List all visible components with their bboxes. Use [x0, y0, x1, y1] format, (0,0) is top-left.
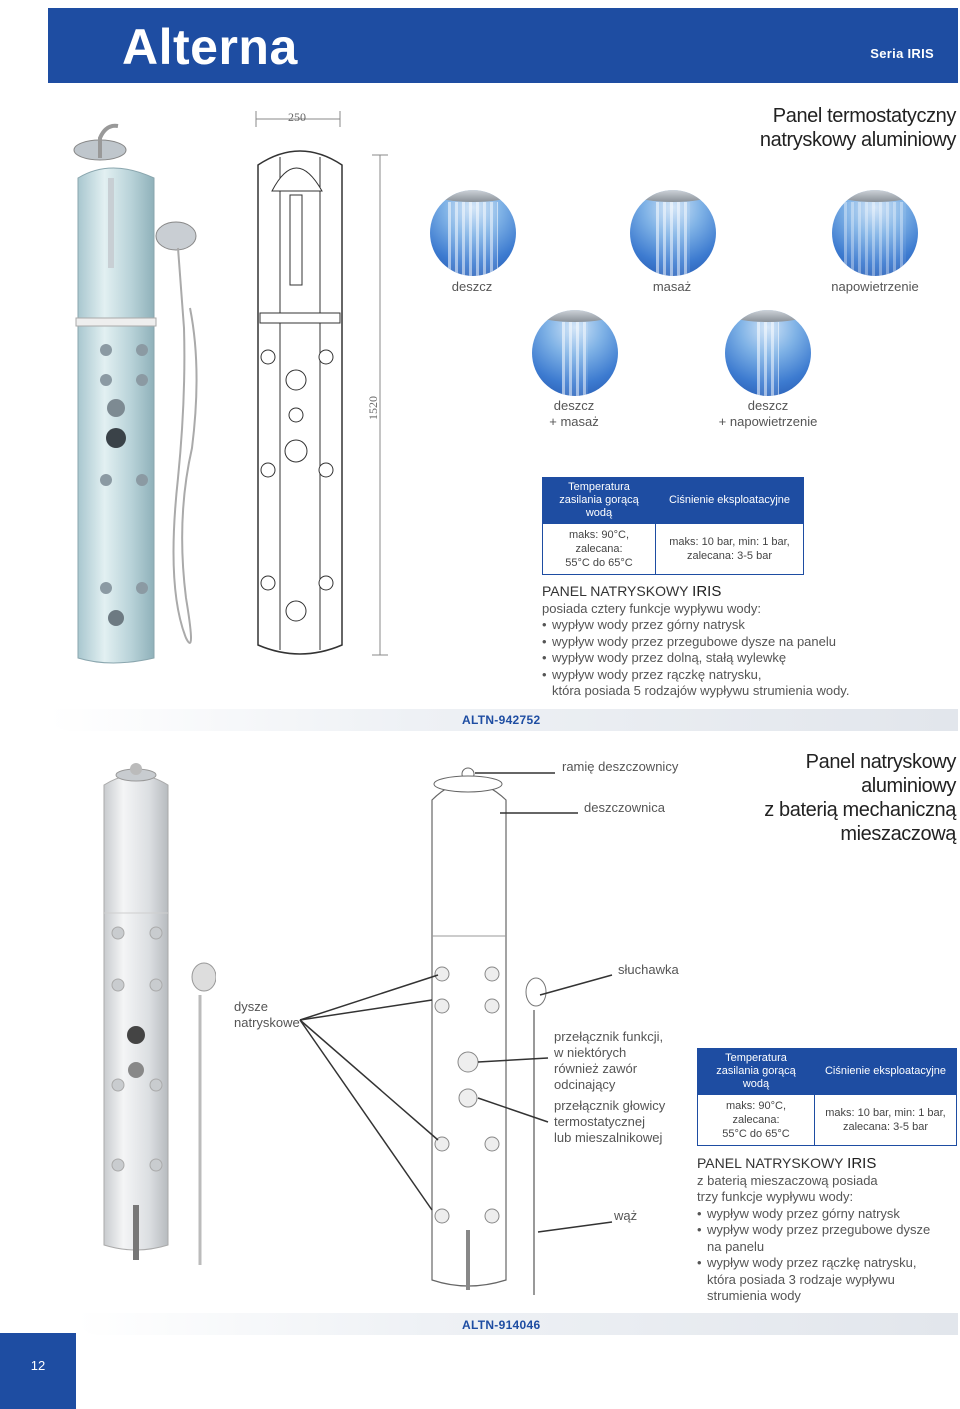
spec-line: maks: 90°C, [568, 529, 630, 541]
label-line: deszcz [553, 398, 595, 413]
spray-label-aeration: napowietrzenie [831, 279, 919, 294]
feature-list: wypływ wody przez rączkę natrysku, [697, 1255, 957, 1272]
spec-table-1: Temperatura zasilania gorącą wodą Ciśnie… [542, 477, 804, 575]
label-line: deszcz [747, 398, 789, 413]
title-line: mieszaczową [840, 823, 956, 845]
description-1: PANEL NATRYSKOWY IRIS posiada cztery fun… [542, 583, 942, 700]
description-tail: która posiada 3 rodzaje wypływu [707, 1271, 895, 1287]
spec-line: zalecana: 3-5 bar [687, 550, 772, 562]
label-line: + napowietrzenie [718, 414, 818, 429]
section2-title: Panel natryskowy aluminiowy z baterią me… [764, 750, 956, 846]
callout-line: lub mieszalnikowej [554, 1130, 663, 1145]
page-number: 12 [30, 1358, 46, 1373]
spec-value-temperature: maks: 90°C, zalecana: 55°C do 65°C [697, 1094, 815, 1146]
callout-line: przełącznik funkcji, [554, 1029, 664, 1044]
feature-item: wypływ wody przez dolną, stałą wylewkę [542, 650, 942, 667]
description-tail: strumienia wody [707, 1288, 801, 1303]
callout-handshower: słuchawka [618, 962, 679, 977]
spray-image-massage [630, 190, 716, 276]
feature-item: wypływ wody przez rączkę natrysku, [542, 667, 942, 684]
spec-table-2: Temperatura zasilania gorącą wodą Ciśnie… [697, 1048, 957, 1146]
spec-line: zalecana: 3-5 bar [843, 1121, 928, 1133]
spray-label-rain: deszcz [451, 279, 493, 294]
spray-label-rain-aeration: deszcz + napowietrzenie [700, 398, 836, 430]
product-photo-mixer [103, 763, 216, 1265]
product-code-strip-1 [48, 709, 958, 731]
feature-list: wypływ wody przez górny natrysk wypływ w… [542, 617, 942, 683]
description-heading: PANEL NATRYSKOWY IRIS [697, 1155, 957, 1173]
heading-model: IRIS [847, 1155, 877, 1172]
title-line: Panel termostatyczny [772, 105, 957, 127]
spec-line: maks: 10 bar, min: 1 bar, [669, 536, 790, 548]
callout-line: również zawór [554, 1061, 638, 1076]
feature-list: wypływ wody przez górny natrysk wypływ w… [697, 1206, 957, 1239]
spec-header-pressure: Ciśnienie eksploatacyjne [655, 477, 804, 524]
page-number-box [0, 1333, 76, 1409]
spec-line: maks: 10 bar, min: 1 bar, [825, 1107, 946, 1119]
technical-drawing-mixer [431, 767, 547, 1295]
technical-drawing-thermostatic [255, 111, 388, 656]
feature-item: wypływ wody przez górny natrysk [697, 1206, 957, 1223]
spec-line: 55°C do 65°C [722, 1128, 790, 1140]
callout-shower-arm: ramię deszczownicy [562, 759, 679, 774]
feature-item: wypływ wody przez przegubowe dysze [697, 1222, 957, 1239]
feature-item: wypływ wody przez górny natrysk [542, 617, 942, 634]
product-photo-thermostatic [73, 123, 198, 664]
series-label: Seria IRIS [870, 46, 934, 61]
spec-line: zalecana: [575, 543, 623, 555]
brand-logo: Alterna [122, 19, 298, 75]
spray-image-rain [430, 190, 516, 276]
product-code-1: ALTN-942752 [462, 713, 541, 727]
heading-text: PANEL NATRYSKOWY [697, 1155, 844, 1171]
description-intro: trzy funkcje wypływu wody: [697, 1189, 854, 1204]
description-intro: z baterią mieszaczową posiada [697, 1172, 878, 1188]
feature-item: wypływ wody przez przegubowe dysze na pa… [542, 634, 942, 651]
spray-label-rain-massage: deszcz + masaż [522, 398, 626, 430]
title-line: natryskowy aluminiowy [759, 129, 957, 151]
heading-text: PANEL NATRYSKOWY [542, 583, 689, 599]
spec-value-pressure: maks: 10 bar, min: 1 bar, zalecana: 3-5 … [814, 1094, 957, 1146]
description-2: PANEL NATRYSKOWY IRIS z baterią mieszacz… [697, 1155, 957, 1305]
callout-line: natryskowe [234, 1015, 300, 1030]
feature-item-cont: na panelu [707, 1238, 765, 1254]
title-line: z baterią mechaniczną [764, 799, 956, 821]
description-intro: posiada cztery funkcje wypływu wody: [542, 600, 761, 616]
spec-value-pressure: maks: 10 bar, min: 1 bar, zalecana: 3-5 … [655, 523, 804, 575]
callout-function-switch: przełącznik funkcji, w niektórych równie… [554, 1029, 663, 1093]
spec-line: zalecana: [732, 1114, 780, 1126]
spec-header-temperature: Temperatura zasilania gorącą wodą [697, 1048, 815, 1095]
callout-line: przełącznik głowicy [554, 1098, 666, 1113]
spec-line: maks: 90°C, [725, 1100, 787, 1112]
spray-image-rain-massage [532, 310, 618, 396]
product-code-2: ALTN-914046 [462, 1318, 541, 1332]
callout-hose: wąż [614, 1208, 638, 1223]
label-line: + masaż [549, 414, 599, 429]
spec-header-pressure: Ciśnienie eksploatacyjne [814, 1048, 957, 1095]
title-line: Panel natryskowy [805, 751, 957, 773]
section1-title: Panel termostatyczny natryskowy aluminio… [759, 104, 957, 152]
callout-line: termostatycznej [554, 1114, 646, 1129]
dimension-height: 1520 [366, 396, 380, 420]
title-line: aluminiowy [861, 775, 956, 797]
callout-line: w niektórych [554, 1045, 627, 1060]
callout-jets: dysze natryskowe [234, 999, 300, 1031]
feature-item: wypływ wody przez rączkę natrysku, [697, 1255, 957, 1272]
product-code-strip-2 [76, 1313, 958, 1335]
spray-image-aeration [832, 190, 918, 276]
heading-model: IRIS [692, 583, 722, 600]
spec-header-temperature: Temperatura zasilania gorącą wodą [542, 477, 656, 524]
callout-line: odcinający [554, 1077, 616, 1092]
description-tail: która posiada 5 rodzajów wypływu strumie… [552, 683, 850, 698]
header-bar [48, 8, 958, 83]
callout-thermostat-switch: przełącznik głowicy termostatycznej lub … [554, 1098, 665, 1146]
callout-line: dysze [234, 999, 268, 1014]
callout-rainhead: deszczownica [584, 800, 665, 815]
description-heading: PANEL NATRYSKOWY IRIS [542, 583, 942, 601]
spec-value-temperature: maks: 90°C, zalecana: 55°C do 65°C [542, 523, 656, 575]
spray-label-massage: masaż [652, 279, 692, 294]
dimension-width: 250 [288, 110, 306, 124]
spec-line: 55°C do 65°C [565, 557, 633, 569]
spray-image-rain-aeration [725, 310, 811, 396]
